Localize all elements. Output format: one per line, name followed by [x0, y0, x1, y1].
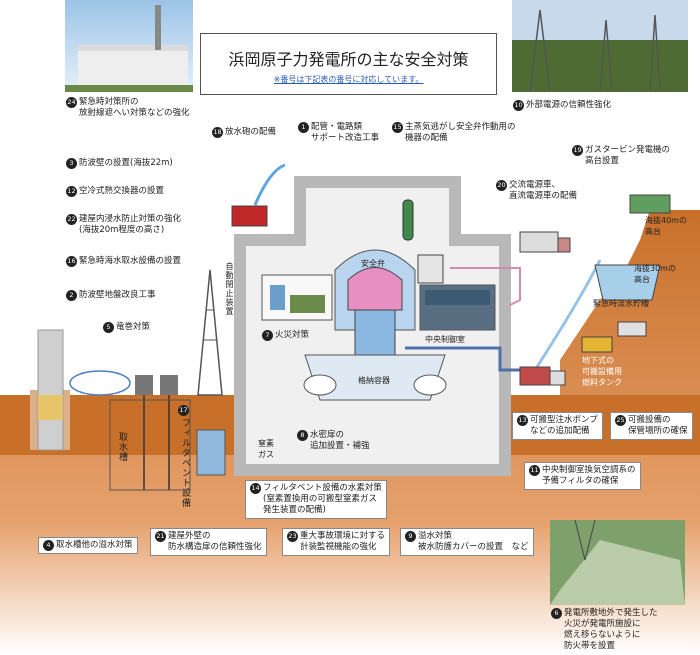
reactor-vessel [303, 249, 447, 401]
power-truck [519, 231, 571, 253]
label-13-text: 可搬型注水ポンプ などの追加配備 [530, 415, 598, 436]
storage-trucks [581, 321, 647, 353]
label-24-text: 緊急時対策所の 放射線遮へい対策などの強化 [79, 97, 190, 118]
label-16-text: 緊急時海水取水設備の設置 [79, 256, 182, 266]
photo-emergency-center [65, 0, 193, 92]
tag-alt30: 海抜30mの 高台 [634, 264, 676, 284]
label-23-text: 重大事故環境に対する 計装監視機能の強化 [300, 531, 386, 552]
seawater-pumps [109, 375, 191, 491]
intake-area [69, 370, 131, 396]
photo-firebreak [550, 519, 685, 605]
photo-power-lines [512, 0, 688, 93]
tag-alt40: 海抜40mの 高台 [645, 216, 687, 236]
gas-turbine [629, 194, 671, 214]
label-6-text: 発電所敷地外で発生した 火災が発電所施設に 燃え移らないように 防火帯を設置 [564, 608, 658, 651]
label-21-text: 建屋外壁の 防水構造扉の信頼性強化 [168, 531, 262, 552]
label-5-text: 竜巻対策 [116, 322, 151, 332]
tag-auto-door: 自動閉止装置 [225, 262, 234, 316]
label-18-text: 放水砲の配備 [225, 127, 277, 137]
equipment-box [417, 254, 444, 284]
tag-reservoir: 緊急時淡水貯槽 [593, 299, 649, 308]
water-cannon [231, 163, 286, 227]
tag-intake-tank: 取水槽 [117, 432, 127, 462]
control-room-photo [419, 284, 496, 331]
sea-wall [30, 329, 70, 451]
tag-control-room: 中央制御室 [425, 335, 465, 344]
label-8-text: 水密扉の 追加設置・補強 [310, 430, 370, 451]
label-15-text: 主蒸気逃がし安全弁作動用の 機器の配備 [405, 122, 516, 143]
page-title: 浜岡原子力発電所の主な安全対策 [228, 50, 469, 69]
label-17-num: 17 [178, 405, 189, 416]
power-cable [450, 267, 521, 306]
label-4-text: 取水槽他の溢水対策 [56, 540, 133, 550]
label-10-text: 外部電源の信頼性強化 [526, 100, 612, 110]
tag-safety-valve: 安全弁 [361, 259, 385, 268]
tag-containment: 格納容器 [358, 376, 390, 385]
label-22-text: 建屋内浸水防止対策の強化 (海抜20m程度の高さ) [79, 214, 182, 235]
label-20-text: 交流電源車、 直流電源車の配備 [509, 180, 578, 201]
gas-cylinder [402, 199, 414, 241]
title-box: 浜岡原子力発電所の主な安全対策 ※番号は下記表の番号に対応しています。 [200, 33, 497, 95]
label-3-text: 防波壁の設置(海抜22m) [79, 158, 173, 168]
tag-fuel-tank: 地下式の 可搬設備用 燃料タンク [582, 356, 622, 387]
title-note: ※番号は下記表の番号に対応しています。 [273, 75, 424, 84]
label-9-text: 溢水対策 被水防護カバーの設置 など [418, 531, 529, 552]
pump-truck [519, 366, 566, 386]
label-2-text: 防波壁地盤改良工事 [79, 290, 156, 300]
label-14-text: フィルタベント設備の水素対策 (窒素置換用の可搬型窒素ガス 発生装置の配備) [263, 483, 382, 515]
label-17-text: フィルタベント設備 [180, 418, 190, 508]
injection-hose [533, 259, 602, 371]
label-12-text: 空冷式熱交換器の設置 [79, 186, 165, 196]
label-11-text: 中央制御室換気空調系の 予備フィルタの確保 [542, 465, 636, 486]
label-1-text: 配管・電路類 サポート改造工事 [311, 122, 380, 143]
fire-equipment-photo [261, 274, 333, 321]
cooling-pipe [405, 346, 520, 372]
label-19-text: ガスタービン発電機の 高台設置 [585, 145, 671, 166]
freshwater-reservoir [594, 264, 661, 301]
filter-vent-tower [196, 269, 226, 476]
label-7-text: 火災対策 [275, 330, 310, 340]
label-25-text: 可搬設備の 保管場所の確保 [628, 415, 688, 436]
tag-nitrogen: 窒素 ガス [258, 439, 274, 459]
